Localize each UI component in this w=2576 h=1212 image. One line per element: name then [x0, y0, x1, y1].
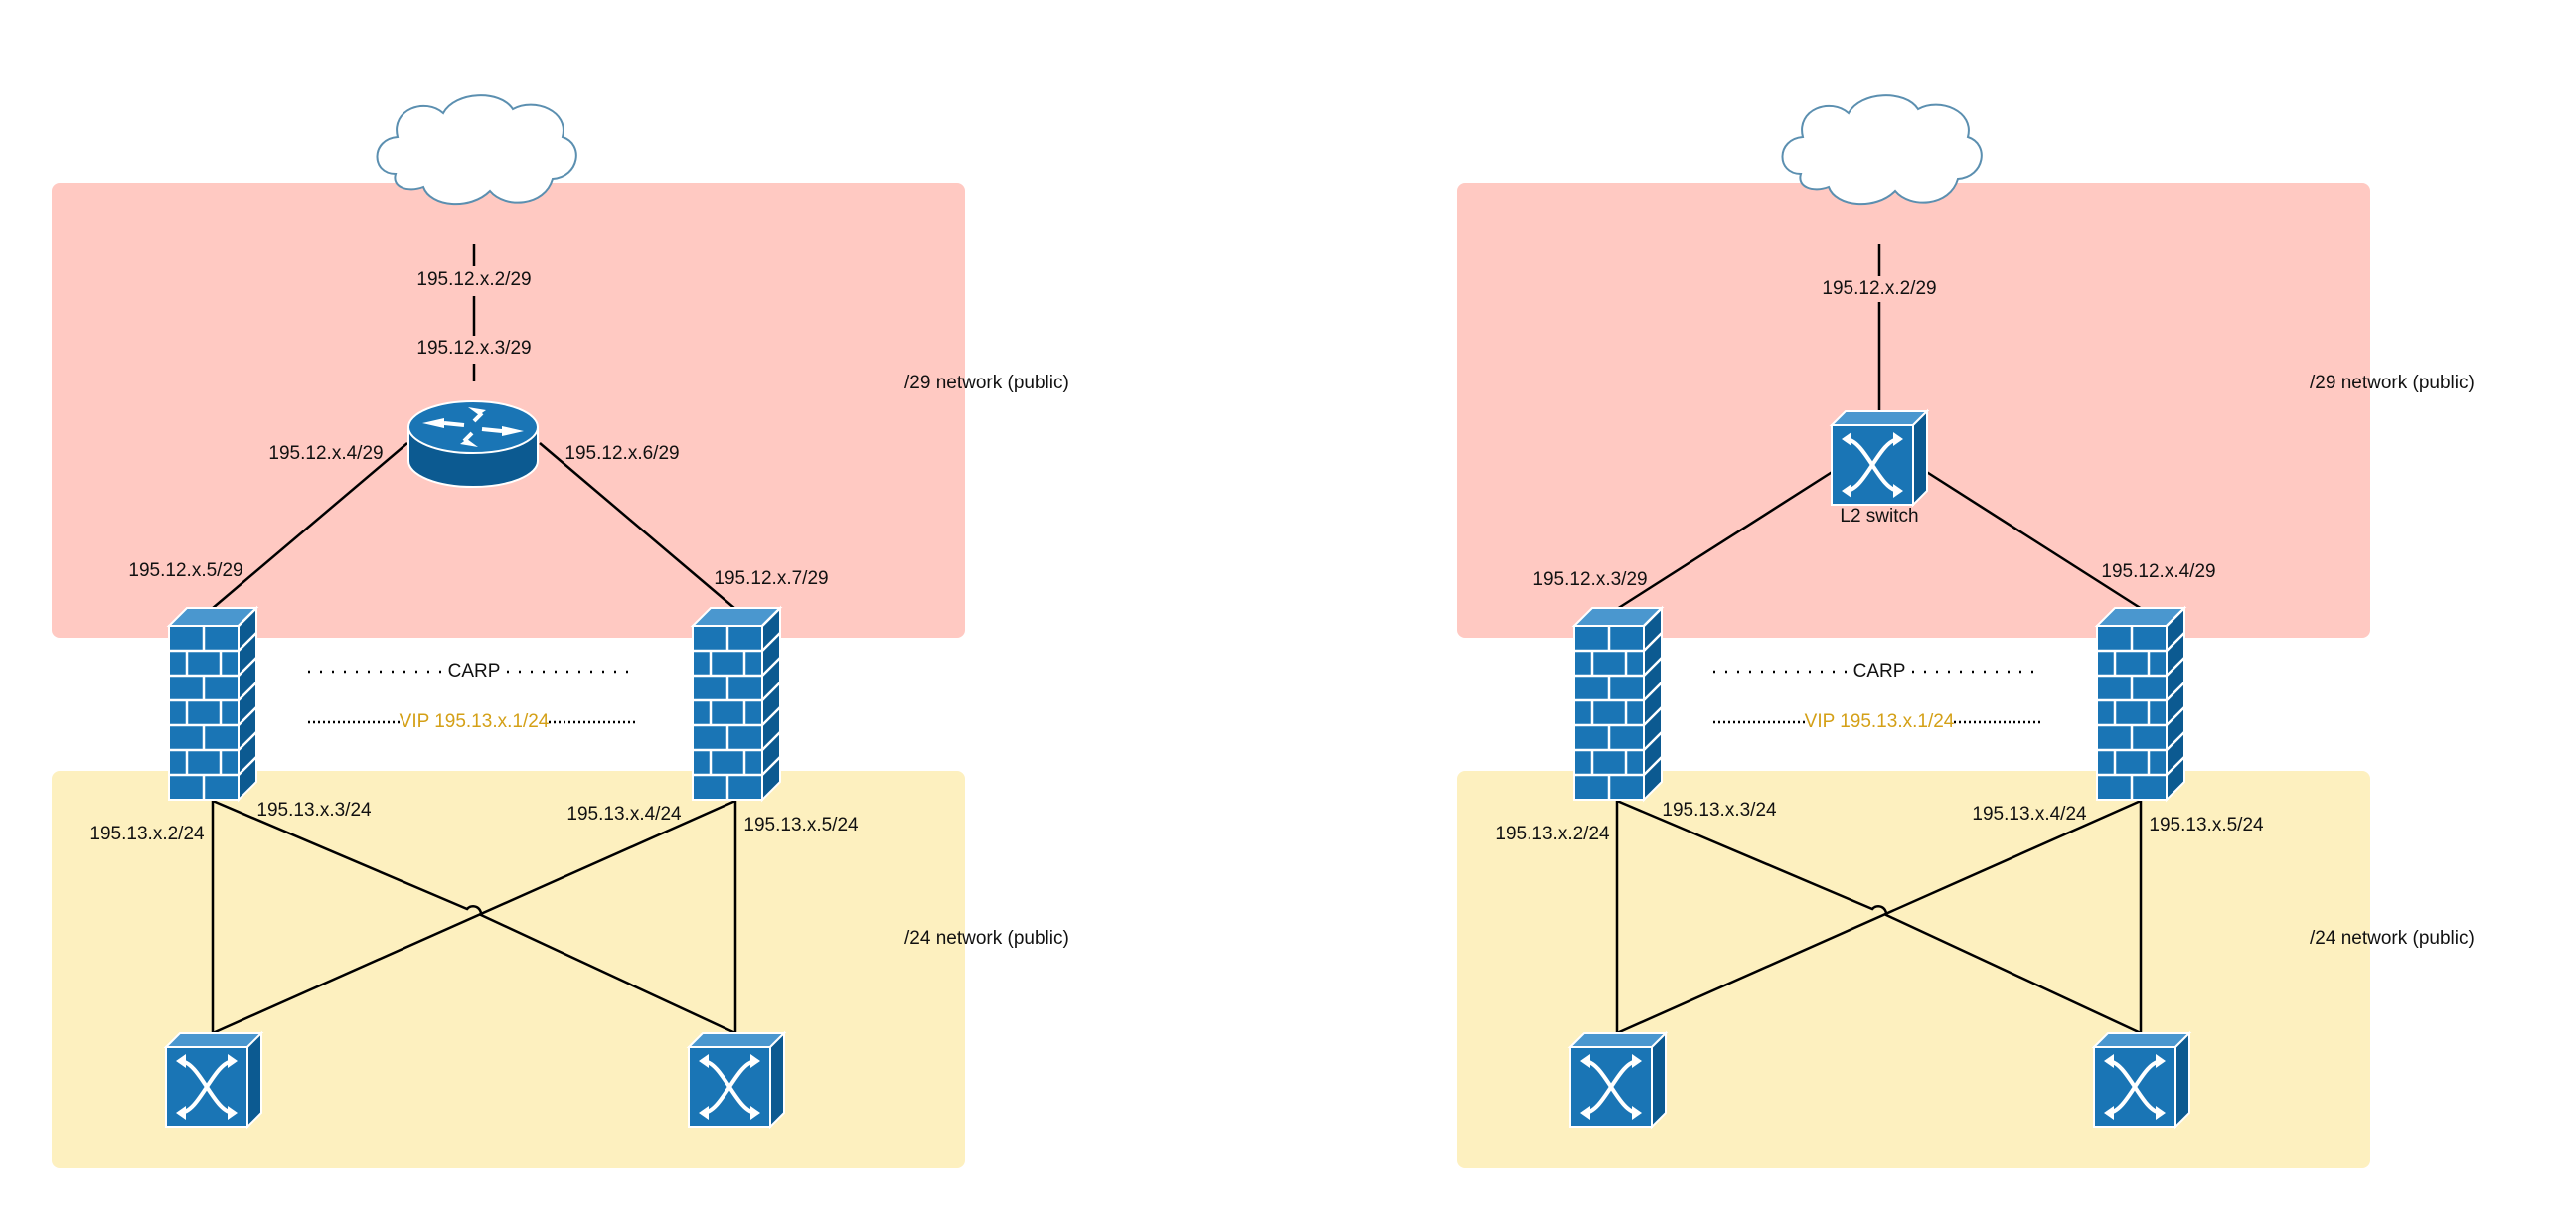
left-cloud-icon	[376, 94, 577, 206]
left-fw-right-ip-top: 195.12.x.7/29	[714, 568, 828, 589]
left-fw-left-ip-top: 195.12.x.5/29	[128, 560, 242, 581]
left-switch-left-icon	[164, 1031, 263, 1129]
left-diagram: 195.12.x.2/29 195.12.x.3/29 195.12.x.4/2…	[52, 94, 1069, 1168]
right-switch-right-icon	[2092, 1031, 2191, 1129]
left-router-ip-right: 195.12.x.6/29	[564, 443, 679, 464]
right-fw-right-ip-top: 195.12.x.4/29	[2101, 561, 2215, 582]
left-uplink-ip-top: 195.12.x.2/29	[416, 269, 531, 290]
right-carp-label: CARP	[1853, 661, 1906, 682]
right-l2-switch-icon	[1830, 409, 1929, 507]
right-vip-label: VIP 195.13.x.1/24	[1805, 711, 1955, 732]
left-ip-c: 195.13.x.4/24	[566, 804, 682, 825]
left-switch-right-icon	[687, 1031, 786, 1129]
left-zone29-label: /29 network (public)	[904, 373, 1069, 393]
left-router-ip-left: 195.12.x.4/29	[268, 443, 383, 464]
left-vip-label: VIP 195.13.x.1/24	[400, 711, 550, 732]
left-links	[211, 244, 737, 1035]
right-switch-left-icon	[1568, 1031, 1668, 1129]
right-cloud-icon	[1781, 94, 1983, 206]
right-zone24-label: /24 network (public)	[2310, 928, 2475, 949]
right-firewall-right-icon	[2095, 606, 2186, 802]
left-uplink-ip-router: 195.12.x.3/29	[416, 338, 531, 359]
left-firewall-left-icon	[167, 606, 258, 802]
left-ip-b: 195.13.x.3/24	[256, 800, 372, 821]
left-ip-a: 195.13.x.2/24	[89, 824, 205, 844]
right-diagram: 195.12.x.2/29 L2 switch 195.12.x.3/29 19…	[1457, 94, 2475, 1168]
left-carp-label: CARP	[448, 661, 501, 682]
right-ip-b: 195.13.x.3/24	[1662, 800, 1777, 821]
left-zone24-label: /24 network (public)	[904, 928, 1069, 949]
right-ip-d: 195.13.x.5/24	[2149, 815, 2264, 835]
right-carp-link	[1713, 670, 2042, 724]
left-carp-link	[308, 670, 637, 724]
right-links	[1615, 244, 2143, 1035]
left-ip-d: 195.13.x.5/24	[743, 815, 859, 835]
right-firewall-left-icon	[1572, 606, 1664, 802]
left-firewall-right-icon	[691, 606, 782, 802]
right-fw-left-ip-top: 195.12.x.3/29	[1532, 569, 1647, 590]
right-zone29-label: /29 network (public)	[2310, 373, 2475, 393]
left-router-icon	[406, 399, 540, 489]
right-ip-c: 195.13.x.4/24	[1972, 804, 2087, 825]
right-ip-a: 195.13.x.2/24	[1495, 824, 1610, 844]
right-l2-switch-label: L2 switch	[1840, 506, 1918, 527]
right-uplink-ip: 195.12.x.2/29	[1822, 278, 1936, 299]
